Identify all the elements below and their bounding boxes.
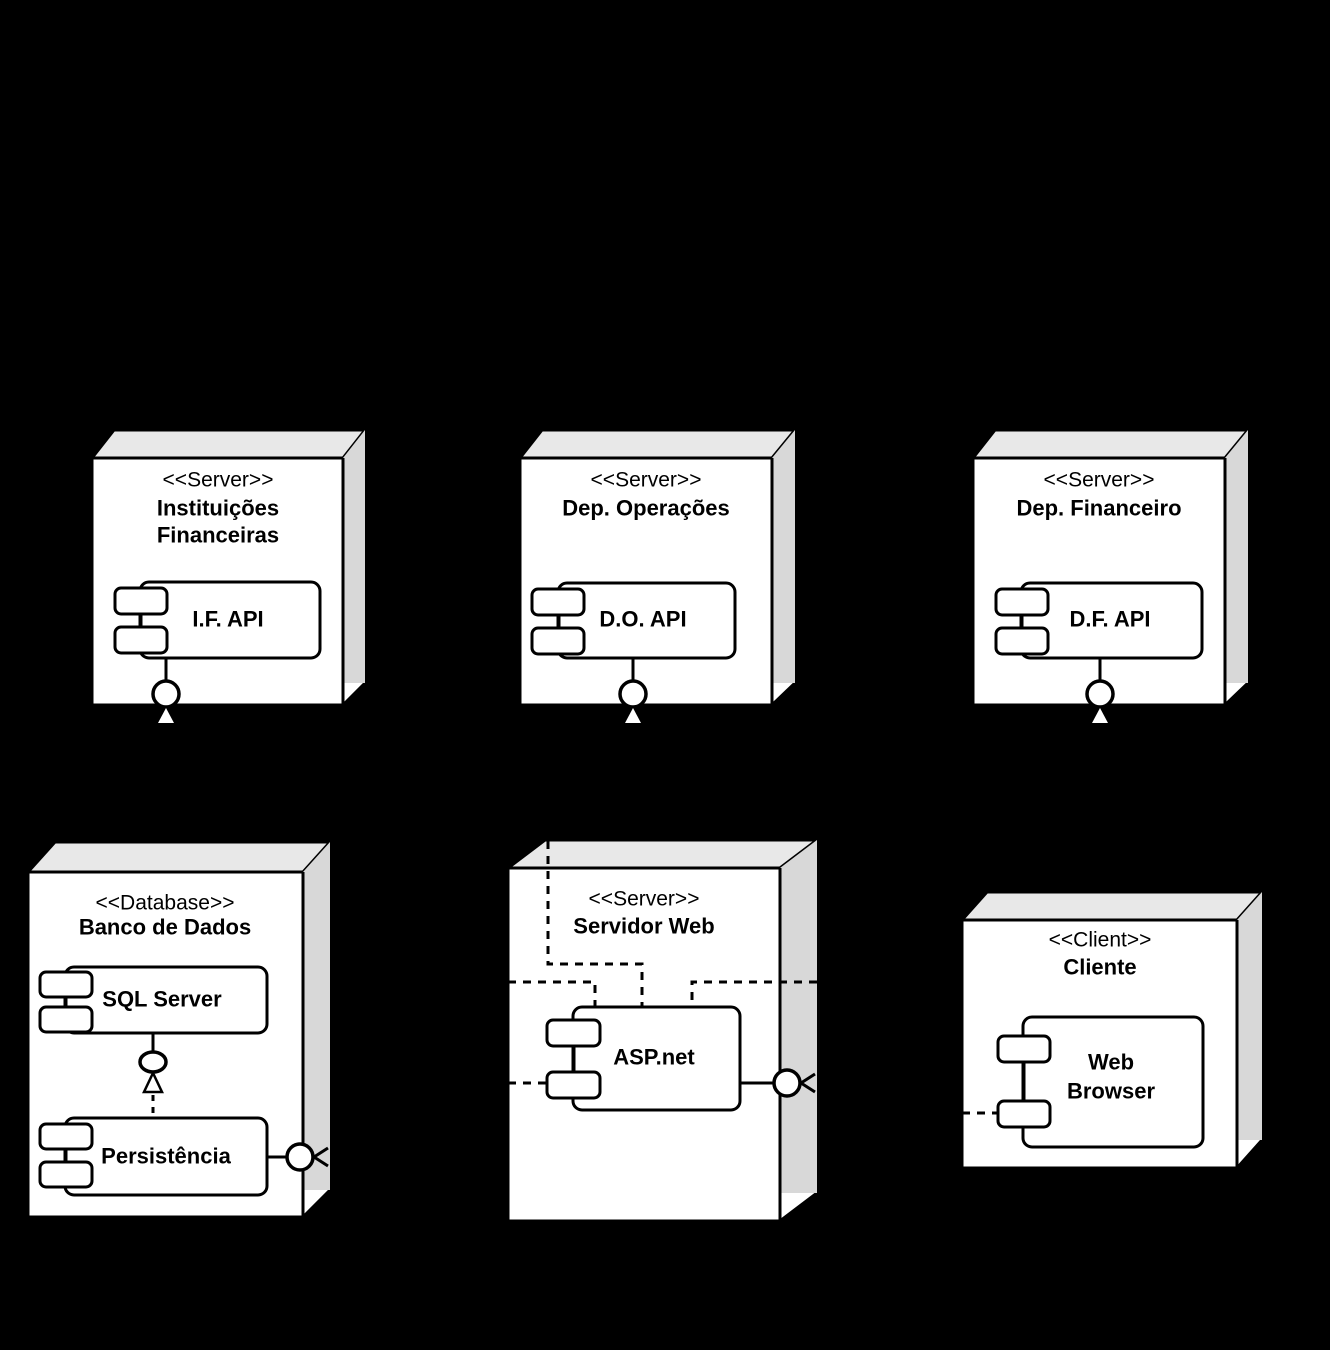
port-icon [545,1018,602,1048]
node-name: Dep. Operações [562,496,730,521]
node-banco-de-dados: <<Database>> Banco de Dados SQL Server P… [26,840,332,1219]
component-df-api: D.F. API [994,581,1204,660]
node-stereotype: <<Server>> [589,888,700,911]
component-sql-server: SQL Server [38,965,269,1035]
port-icon [994,626,1050,656]
node-top-face [971,428,1250,460]
node-side-face [343,430,365,683]
node-name-line1: Instituições [157,496,279,521]
port-icon [994,587,1050,617]
node-name: Banco de Dados [79,915,251,940]
node-top-face [506,838,819,870]
component-if-api: I.F. API [113,580,322,660]
node-top-face [90,428,367,460]
interface-lollipop-icon [151,679,181,709]
node-dep-financeiro: <<Server>> Dep. Financeiro D.F. API [971,428,1250,723]
interface-lollipop-icon [138,1050,168,1074]
port-icon [113,586,169,616]
node-cliente: <<Client>> Cliente Web Browser [960,890,1264,1170]
node-top-face [518,428,797,460]
dependency-dashed-line-to-do-api [546,841,644,1006]
node-stereotype: <<Server>> [163,469,274,492]
node-side-face [1225,430,1248,683]
dependency-dashed-line-to-df-api [690,980,817,1006]
port-icon [996,1099,1052,1129]
component-web-browser: Web Browser [996,1015,1205,1149]
realization-arrowhead-icon [1092,708,1108,723]
node-dep-operacoes: <<Server>> Dep. Operações D.O. API [518,428,797,723]
component-label: D.O. API [599,607,686,632]
component-label: D.F. API [1069,607,1150,632]
node-stereotype: <<Database>> [96,892,235,915]
port-icon [996,1034,1052,1064]
node-name: Cliente [1063,955,1136,980]
node-side-face [772,430,795,683]
component-label: SQL Server [102,987,222,1012]
port-icon [530,587,586,617]
port-icon [530,626,586,656]
component-label: Persistência [101,1144,231,1169]
component-label: I.F. API [192,607,263,632]
interface-lollipop-icon [772,1068,802,1098]
provided-interface-if-api [151,658,181,723]
interface-lollipop-icon [618,679,648,709]
node-stereotype: <<Server>> [591,469,702,492]
port-icon [38,1122,94,1151]
node-name: Dep. Financeiro [1016,496,1181,521]
realization-arrowhead-icon [142,1070,164,1094]
interface-lollipop-icon [1085,679,1115,709]
node-instituicoes-financeiras: <<Server>> Instituições Financeiras I.F.… [90,428,367,723]
component-persistencia: Persistência [38,1116,269,1197]
port-icon [38,970,94,999]
node-stereotype: <<Server>> [1044,469,1155,492]
dependency-arrowhead-icon [798,1072,816,1094]
realization-arrowhead-icon [625,708,641,723]
node-side-face [303,842,330,1190]
port-icon [113,625,169,655]
provided-interface-asp-net [740,1068,816,1098]
node-top-face [960,890,1264,922]
component-asp-net: ASP.net [545,1005,742,1112]
realization-sql-persistencia [138,1033,168,1117]
provided-interface-df-api [1085,658,1115,723]
interface-lollipop-icon [285,1142,315,1172]
realization-arrowhead-icon [158,708,174,723]
node-side-face [1237,892,1262,1140]
port-icon [545,1070,602,1100]
component-label-line1: Web [1088,1050,1134,1075]
node-name-line2: Financeiras [157,523,279,548]
provided-interface-persistencia [267,1142,329,1172]
component-label-line2: Browser [1067,1079,1155,1104]
node-name: Servidor Web [573,914,714,939]
component-do-api: D.O. API [530,581,737,660]
provided-interface-do-api [618,658,648,723]
node-side-face [780,840,817,1193]
node-stereotype: <<Client>> [1049,929,1152,952]
component-label: ASP.net [613,1045,695,1070]
port-icon [38,1005,94,1034]
dependency-arrowhead-icon [311,1146,329,1168]
port-icon [38,1160,94,1189]
node-top-face [26,840,332,874]
node-servidor-web: <<Server>> Servidor Web ASP.net [506,838,819,1223]
